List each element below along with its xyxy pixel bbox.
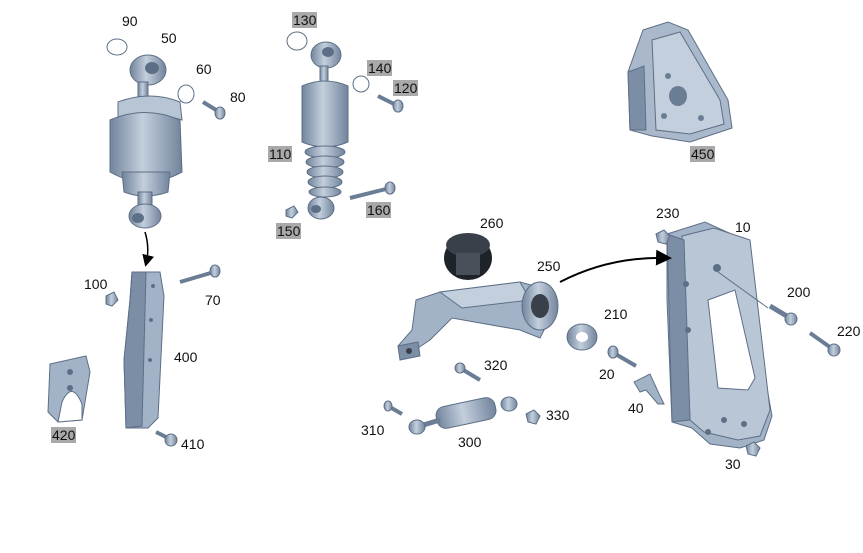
seal-ring-90 bbox=[106, 38, 128, 56]
bolt-200 bbox=[768, 303, 798, 326]
callout-420: 420 bbox=[51, 427, 77, 443]
clip-40 bbox=[633, 373, 665, 405]
mount-bracket-250 bbox=[397, 281, 559, 361]
callout-40: 40 bbox=[628, 400, 644, 416]
callout-50: 50 bbox=[161, 30, 177, 46]
bolt-410 bbox=[155, 430, 178, 447]
air-spring-assembly-50 bbox=[106, 38, 226, 229]
support-400 bbox=[123, 271, 165, 429]
washer-60 bbox=[177, 84, 195, 104]
callout-90: 90 bbox=[122, 13, 138, 29]
bolt-120 bbox=[377, 94, 404, 113]
callout-200: 200 bbox=[787, 284, 811, 300]
callout-210: 210 bbox=[604, 306, 628, 322]
damper-300 bbox=[408, 396, 518, 435]
callout-320: 320 bbox=[484, 357, 508, 373]
bolt-80 bbox=[201, 100, 226, 120]
nut-100 bbox=[105, 291, 119, 307]
washer-140 bbox=[352, 75, 370, 93]
main-bracket-10 bbox=[666, 221, 773, 449]
callout-80: 80 bbox=[230, 89, 246, 105]
callout-10: 10 bbox=[735, 219, 751, 235]
callout-30: 30 bbox=[725, 456, 741, 472]
bolt-310 bbox=[383, 400, 403, 416]
callout-410: 410 bbox=[181, 436, 205, 452]
callout-150: 150 bbox=[276, 223, 302, 239]
plate-420 bbox=[47, 355, 91, 423]
callout-260: 260 bbox=[480, 215, 504, 231]
callout-230: 230 bbox=[656, 205, 680, 221]
callout-100: 100 bbox=[84, 276, 108, 292]
arrow-50-to-400 bbox=[142, 231, 155, 267]
callout-330: 330 bbox=[546, 407, 570, 423]
nut-150 bbox=[285, 205, 299, 219]
bolt-220 bbox=[808, 331, 841, 357]
callout-400: 400 bbox=[174, 349, 198, 365]
callout-20: 20 bbox=[599, 366, 615, 382]
bottom-eye bbox=[307, 196, 335, 220]
nut-330 bbox=[525, 409, 541, 425]
callout-110: 110 bbox=[268, 146, 293, 162]
bolt-160 bbox=[349, 181, 396, 200]
callout-70: 70 bbox=[205, 292, 221, 308]
nut-30 bbox=[745, 441, 761, 457]
callout-300: 300 bbox=[458, 434, 482, 450]
callout-60: 60 bbox=[196, 61, 212, 77]
callout-220: 220 bbox=[837, 323, 861, 339]
shock-absorber-110 bbox=[285, 31, 404, 220]
bracket-450 bbox=[627, 21, 733, 143]
bolt-320 bbox=[454, 362, 482, 382]
callout-450: 450 bbox=[690, 146, 716, 162]
callout-310: 310 bbox=[361, 422, 385, 438]
bolt-20 bbox=[607, 345, 638, 368]
rubber-mount-260 bbox=[444, 233, 492, 280]
bolt-70 bbox=[179, 264, 221, 284]
ring-130 bbox=[286, 31, 308, 51]
arrow-250-to-10 bbox=[559, 249, 672, 283]
callout-160: 160 bbox=[366, 202, 392, 218]
callout-130: 130 bbox=[292, 12, 318, 28]
callout-140: 140 bbox=[367, 60, 393, 76]
nut-230 bbox=[655, 229, 671, 245]
callout-120: 120 bbox=[393, 80, 419, 96]
callout-250: 250 bbox=[537, 258, 561, 274]
